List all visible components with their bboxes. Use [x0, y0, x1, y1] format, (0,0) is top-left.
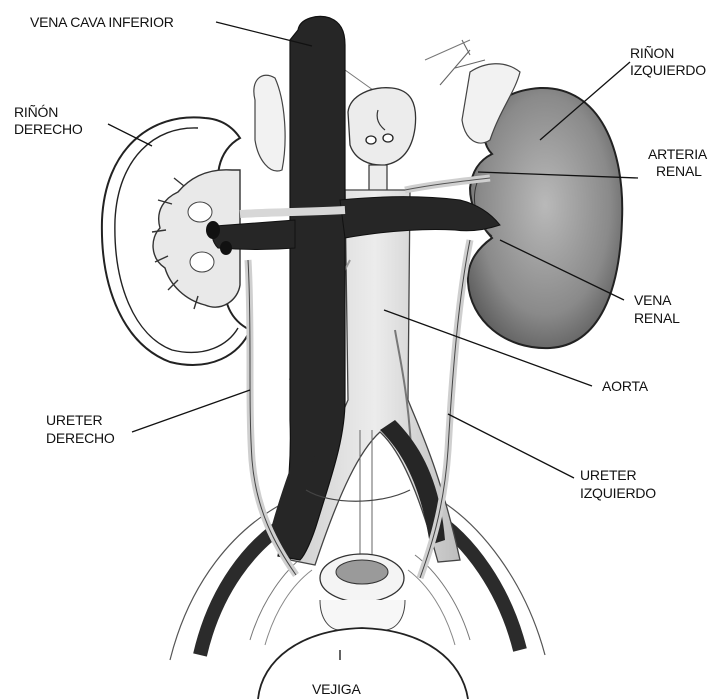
label-aorta: AORTA	[602, 378, 648, 394]
label-ureter-izquierdo-line1: URETER	[580, 467, 636, 483]
label-rinon-izquierdo-line2: IZQUIERDO	[630, 62, 706, 78]
label-rinon-derecho-line2: DERECHO	[14, 121, 83, 137]
label-vena-cava-inferior: VENA CAVA INFERIOR	[30, 14, 174, 30]
label-vena-renal-line2: RENAL	[634, 310, 680, 326]
label-vejiga: VEJIGA	[312, 681, 361, 697]
label-arteria-renal-line2: RENAL	[656, 163, 702, 179]
label-rinon-derecho-line1: RIÑÓN	[14, 104, 58, 120]
label-ureter-derecho-line2: DERECHO	[46, 430, 115, 446]
label-arteria-renal-line1: ARTERIA	[648, 146, 707, 162]
label-vena-renal-line1: VENA	[634, 292, 671, 308]
label-ureter-izquierdo-line2: IZQUIERDO	[580, 485, 656, 501]
label-ureter-derecho-line1: URETER	[46, 412, 102, 428]
label-rinon-izquierdo-line1: RIÑON	[630, 45, 674, 61]
